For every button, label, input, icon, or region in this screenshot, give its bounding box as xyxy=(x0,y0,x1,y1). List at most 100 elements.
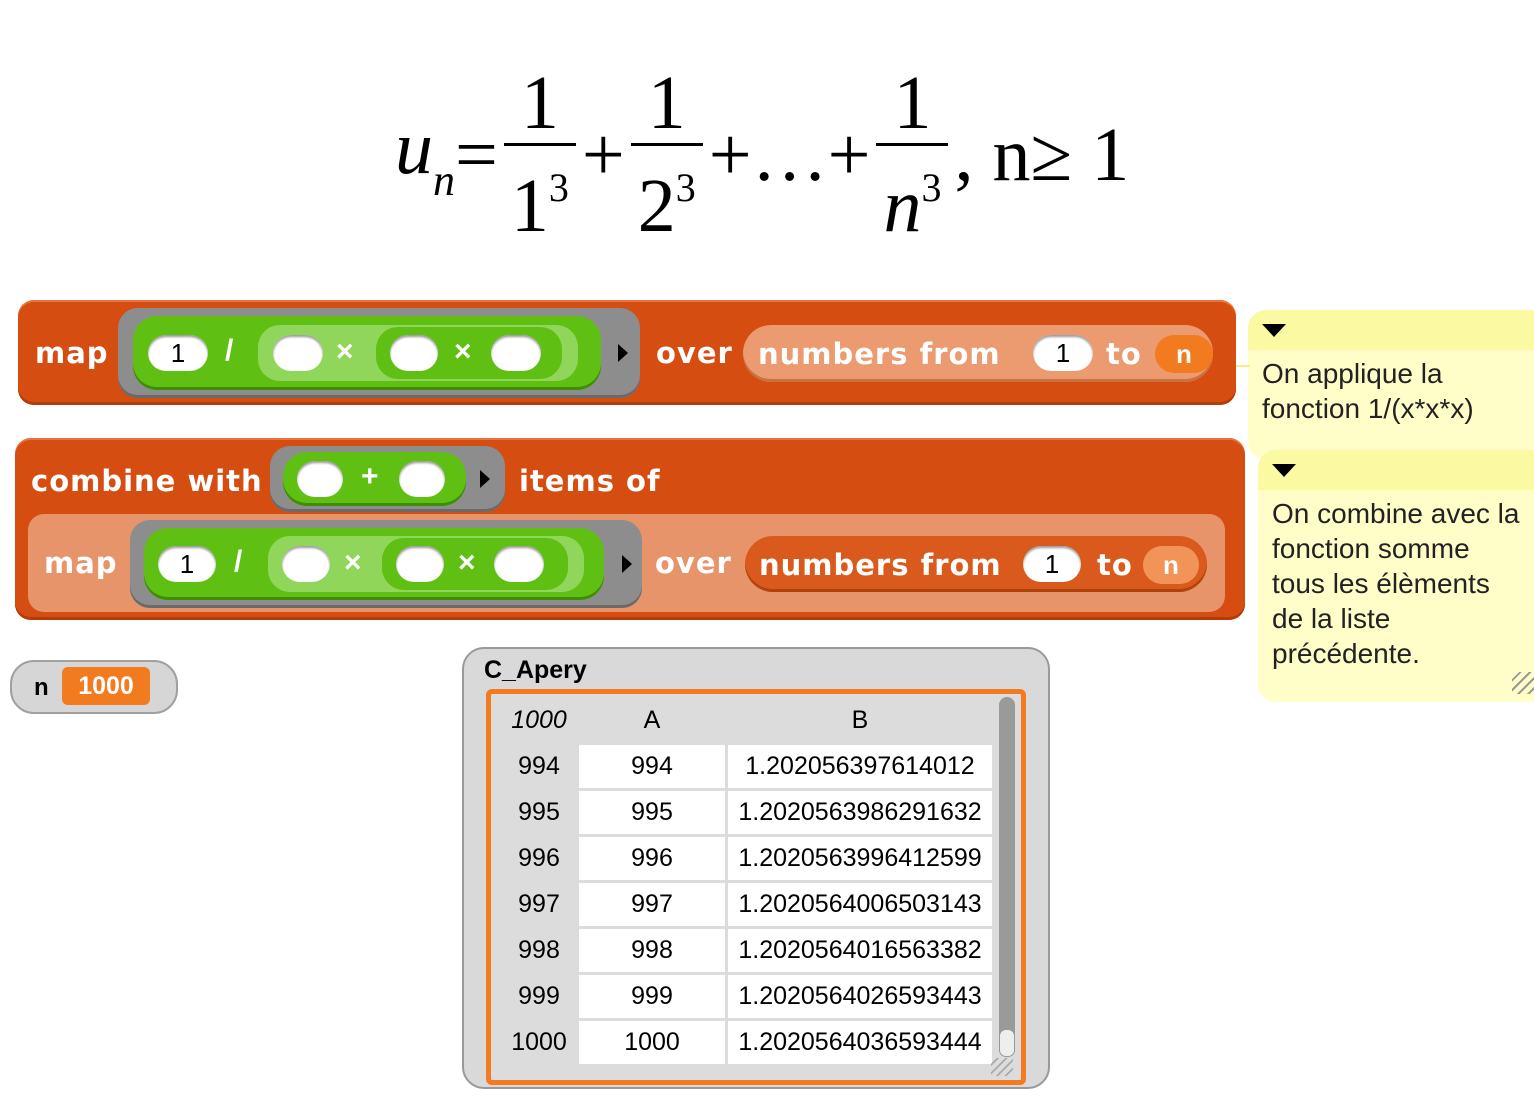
resize-handle-icon[interactable] xyxy=(991,1058,1013,1076)
expand-arrow-icon[interactable] xyxy=(622,555,632,573)
numerator-input[interactable]: 1 xyxy=(148,335,208,371)
row-index: 996 xyxy=(518,844,560,872)
column-header-b[interactable]: B xyxy=(851,706,869,734)
row-index: 995 xyxy=(518,798,560,826)
formula-plus: + xyxy=(581,112,625,197)
items-of-label: items of xyxy=(519,464,661,498)
formula-condition: , n≥ 1 xyxy=(954,112,1130,197)
numbers-from-label: numbers from xyxy=(758,337,1001,371)
divide-operator: / xyxy=(225,334,234,367)
formula-dots: +…+ xyxy=(708,112,871,197)
empty-slot[interactable] xyxy=(282,546,330,582)
empty-slot[interactable] xyxy=(399,461,445,497)
row-count: 1000 xyxy=(511,706,567,734)
n-variable[interactable]: n xyxy=(1155,335,1213,373)
function-ring[interactable]: 1 / × × xyxy=(130,520,642,608)
comment-2[interactable]: On combine avec la fonction somme tous l… xyxy=(1258,450,1534,702)
cell-a: 998 xyxy=(579,929,725,972)
multiply-block[interactable]: × × xyxy=(268,536,584,592)
watcher-value: 1000 xyxy=(62,667,150,705)
map-label: map xyxy=(44,546,118,580)
empty-slot[interactable] xyxy=(390,335,438,371)
comment-text[interactable]: On combine avec la fonction somme tous l… xyxy=(1272,498,1520,669)
map-label: map xyxy=(35,336,109,370)
n-variable[interactable]: n xyxy=(1143,546,1199,584)
inner-map-block[interactable]: map 1 / × × over numbers from 1 to n xyxy=(28,514,1225,612)
over-label: over xyxy=(655,546,732,580)
divide-operator: / xyxy=(234,545,243,578)
divide-block[interactable]: 1 / × × xyxy=(133,316,601,390)
empty-slot[interactable] xyxy=(297,461,343,497)
empty-slot[interactable] xyxy=(273,335,323,371)
comment-header[interactable] xyxy=(1258,450,1534,490)
row-index: 997 xyxy=(518,890,560,918)
comment-header[interactable] xyxy=(1248,310,1534,350)
vertical-scrollbar[interactable] xyxy=(999,697,1015,1057)
watcher-label: n xyxy=(34,674,49,701)
row-index: 994 xyxy=(518,752,560,780)
expand-arrow-icon[interactable] xyxy=(480,470,490,488)
collapse-triangle-icon[interactable] xyxy=(1272,464,1296,477)
cell-b: 1.202056397614012 xyxy=(728,745,992,788)
row-index: 1000 xyxy=(511,1028,567,1056)
formula-eq: = xyxy=(455,112,498,197)
cell-b: 1.2020564006503143 xyxy=(728,883,992,926)
table-header-row: 1000 A B xyxy=(502,699,992,742)
cell-b: 1.2020564036593444 xyxy=(728,1021,992,1064)
plus-block[interactable]: + xyxy=(283,452,466,506)
cell-b: 1.2020563996412599 xyxy=(728,837,992,880)
empty-slot[interactable] xyxy=(494,546,544,582)
row-index: 999 xyxy=(518,982,560,1010)
cell-a: 999 xyxy=(579,975,725,1018)
empty-slot[interactable] xyxy=(396,546,444,582)
numbers-from-block[interactable]: numbers from 1 to n xyxy=(743,325,1213,382)
row-index: 998 xyxy=(518,936,560,964)
cell-a: 995 xyxy=(579,791,725,834)
from-input[interactable]: 1 xyxy=(1023,546,1081,582)
map-block[interactable]: map 1 / × × over numbers from 1 to n xyxy=(18,300,1236,405)
empty-slot[interactable] xyxy=(491,335,541,371)
function-ring[interactable]: 1 / × × xyxy=(118,308,640,398)
comment-connector xyxy=(1236,365,1250,367)
watcher-title: C_Apery xyxy=(484,656,587,684)
combine-block[interactable]: combine with + items of map 1 / × × over… xyxy=(15,438,1245,620)
multiply-block[interactable]: × × xyxy=(258,325,578,381)
resize-handle-icon[interactable] xyxy=(1512,672,1534,694)
cell-b: 1.2020564026593443 xyxy=(728,975,992,1018)
divide-block[interactable]: 1 / × × xyxy=(144,528,604,600)
from-input[interactable]: 1 xyxy=(1033,335,1093,371)
times-operator: × xyxy=(344,546,362,579)
variable-watcher-n[interactable]: n 1000 xyxy=(10,660,178,714)
multiply-block-inner[interactable]: × xyxy=(376,327,562,379)
cell-b: 1.2020563986291632 xyxy=(728,791,992,834)
comment-1[interactable]: On applique la fonction 1/(x*x*x) xyxy=(1248,310,1534,460)
collapse-triangle-icon[interactable] xyxy=(1262,324,1286,337)
column-header-a[interactable]: A xyxy=(643,706,661,734)
formula-lhs-sub: n xyxy=(433,155,455,205)
to-label: to xyxy=(1106,337,1142,371)
plus-operator: + xyxy=(361,460,379,493)
multiply-block-inner[interactable]: × xyxy=(382,538,568,590)
numerator-input[interactable]: 1 xyxy=(158,546,216,582)
expand-arrow-icon[interactable] xyxy=(618,344,628,362)
numbers-from-block[interactable]: numbers from 1 to n xyxy=(745,536,1207,592)
combine-with-label: combine with xyxy=(31,464,263,498)
times-operator: × xyxy=(336,335,354,368)
cell-a: 1000 xyxy=(579,1021,725,1064)
combine-function-ring[interactable]: + xyxy=(270,446,505,512)
cell-a: 997 xyxy=(579,883,725,926)
scroll-thumb[interactable] xyxy=(999,1029,1015,1057)
comment-text[interactable]: On applique la fonction 1/(x*x*x) xyxy=(1262,358,1474,424)
